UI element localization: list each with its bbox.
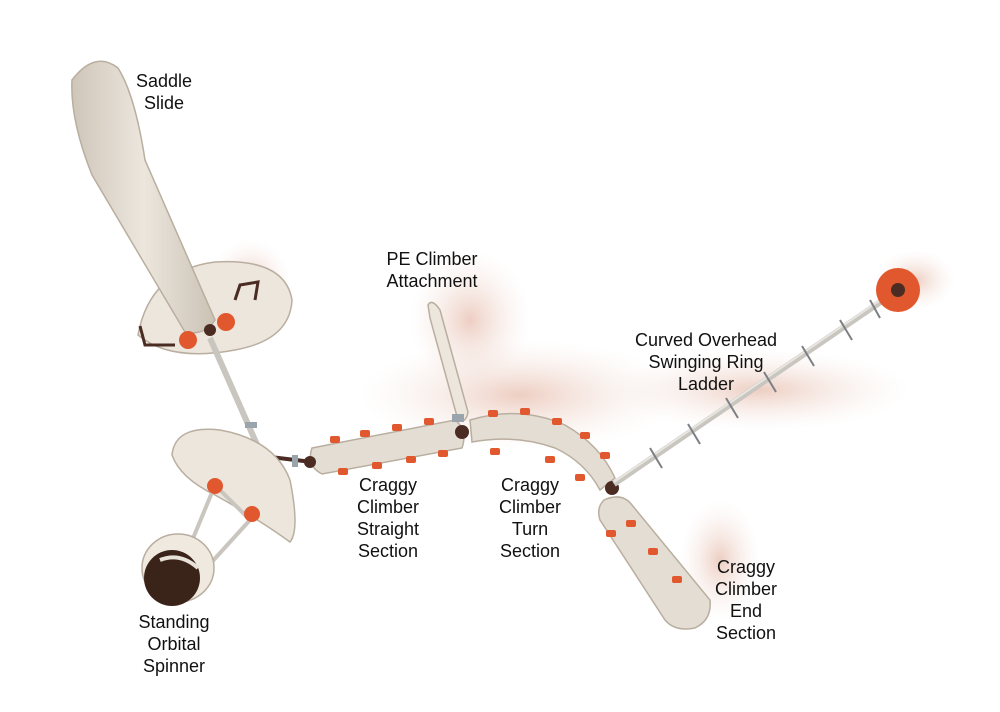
ladder-post [891,283,905,297]
label-end-section: Craggy Climber End Section [708,556,784,644]
label-line: Climber [714,579,777,599]
label-line: Slide [143,93,185,113]
slide-handrail [138,280,260,347]
label-line: Curved Overhead [634,330,778,350]
pe-climber-attachment [427,301,469,439]
label-saddle-slide: Saddle Slide [128,70,200,114]
spinner-dish [171,428,296,544]
label-line: Spinner [142,656,206,676]
label-line: Attachment [386,271,478,291]
standing-orbital-spinner [141,428,296,606]
junction-post [455,425,469,439]
label-line: PE Climber [386,249,478,269]
label-line: End [729,601,763,621]
curved-overhead-swinging-ring-ladder [612,268,920,487]
spinner-grip [207,478,223,494]
pipe [207,336,265,458]
label-line: Section [357,541,419,561]
slide-bracket [217,313,235,331]
label-pe-climber-attachment: PE Climber Attachment [376,248,488,292]
slide-bracket [204,324,216,336]
label-line: Craggy [500,475,560,495]
ground-shadows [210,240,955,620]
label-line: Standing [138,612,210,632]
label-line: Swinging Ring [648,352,764,372]
ladder-beam [612,287,900,487]
label-line: Craggy [358,475,418,495]
climber-post [304,456,316,468]
clamp [245,422,257,428]
craggy-climber-end-section [597,496,711,630]
label-line: Climber [356,497,419,517]
clamp [292,455,298,467]
label-line: Section [499,541,561,561]
climber-holds [606,520,682,583]
label-line: Saddle [135,71,193,91]
label-line: Orbital [147,634,201,654]
label-line: Section [715,623,777,643]
clamp [452,414,464,422]
label-line: Turn [511,519,549,539]
climber-holds [330,418,448,475]
label-line: Craggy [716,557,776,577]
ladder-beam-highlight [613,287,899,483]
spinner-rope [159,555,200,570]
slide-chute [71,60,216,334]
label-orbital-spinner: Standing Orbital Spinner [128,611,220,677]
swinging-rings [649,299,881,469]
label-line: Ladder [677,374,735,394]
climber-end-body [597,496,711,630]
spinner-grip [244,506,260,522]
spinner-base [144,550,200,606]
label-ring-ladder: Curved Overhead Swinging Ring Ladder [624,329,788,395]
label-turn-section: Craggy Climber Turn Section [492,474,568,562]
climber-straight-body [309,419,465,475]
label-line: Straight [356,519,420,539]
craggy-climber-straight-section [304,418,465,475]
label-straight-section: Craggy Climber Straight Section [350,474,426,562]
slide-bracket [179,331,197,349]
label-line: Climber [498,497,561,517]
climber-holds [488,408,610,481]
saddle-slide [71,60,293,355]
shadow-ladder [610,350,910,430]
